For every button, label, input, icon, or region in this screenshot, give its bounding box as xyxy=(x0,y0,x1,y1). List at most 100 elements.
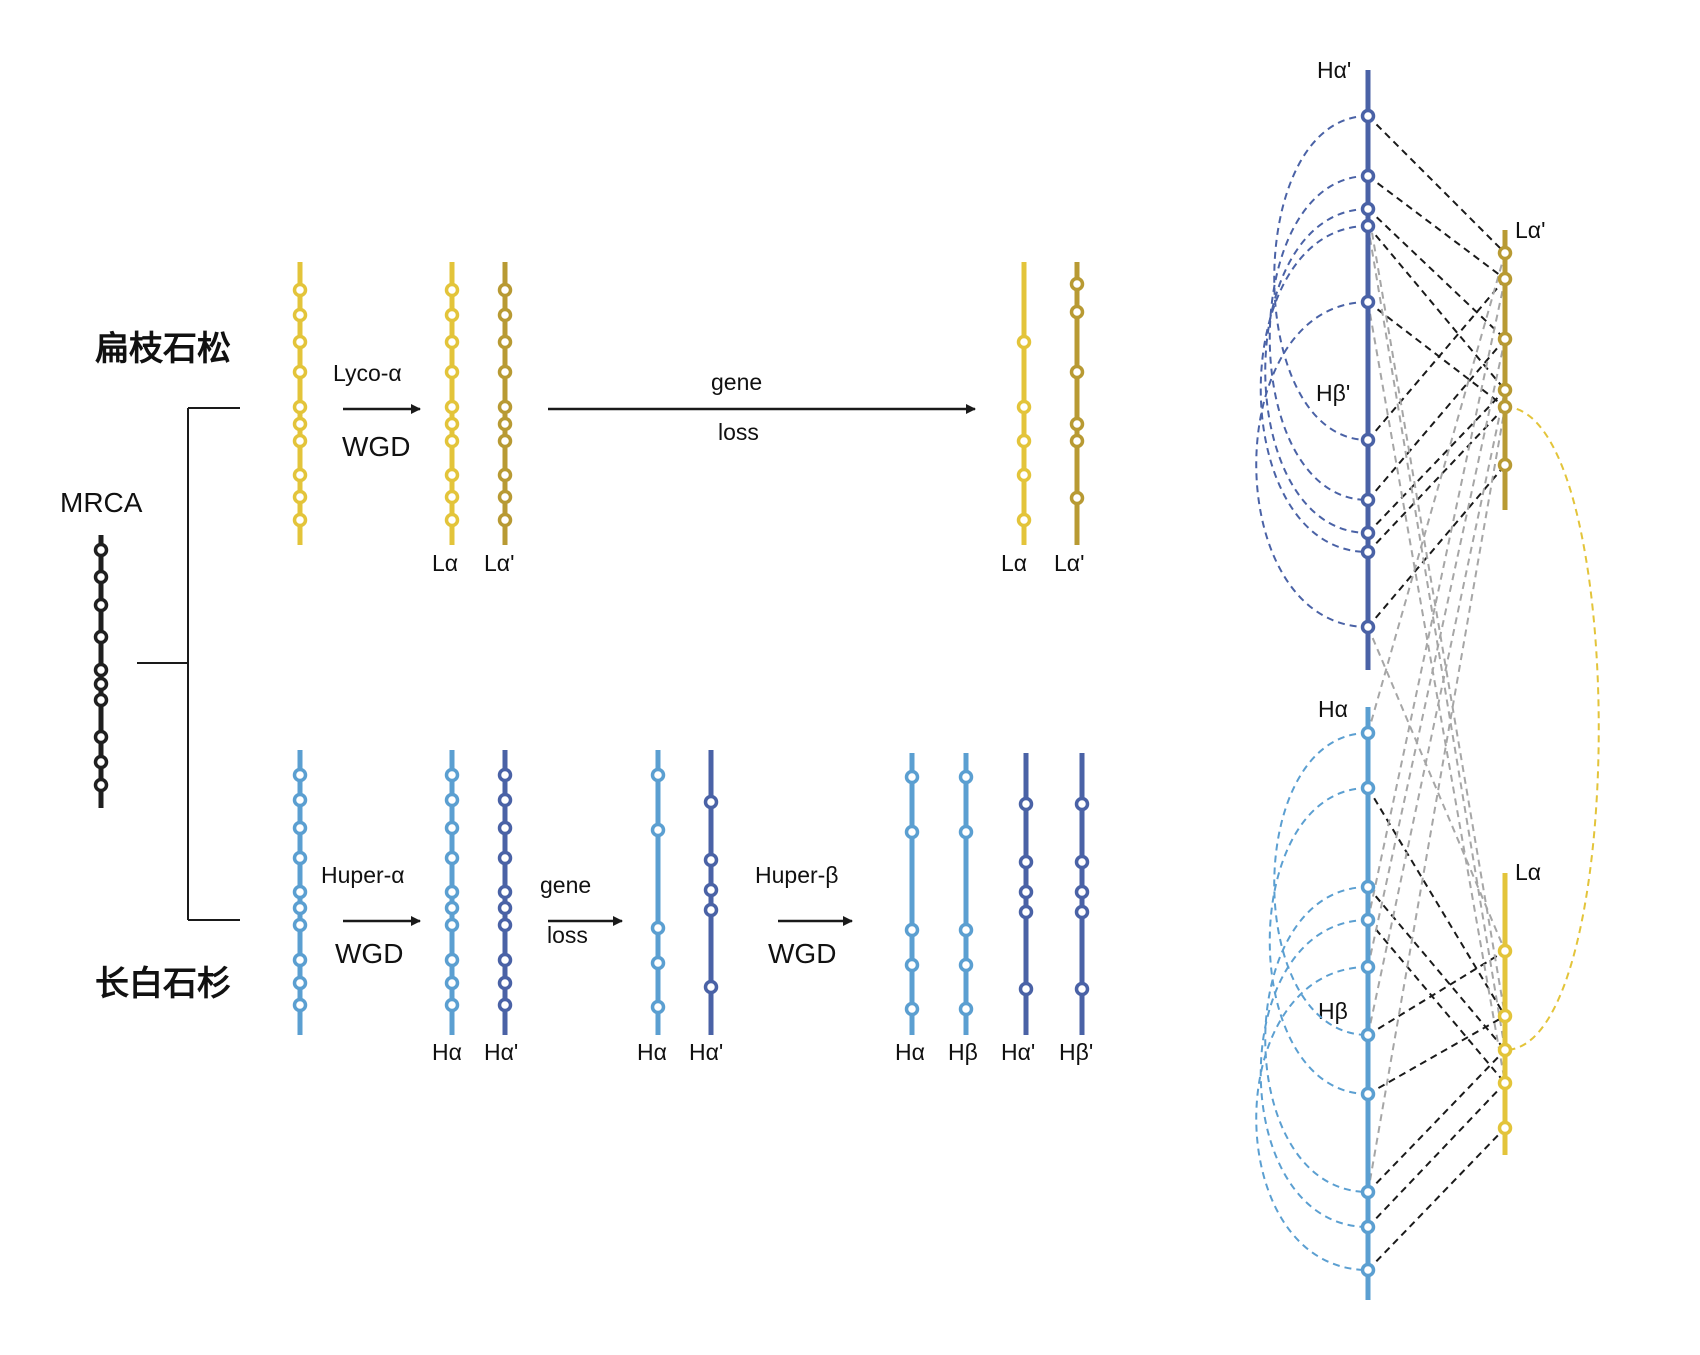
synteny-chromosome-La-prime-gene-3 xyxy=(1497,331,1513,347)
chromosome-Ha-prime-after-wgd-a-gene-9 xyxy=(497,975,513,991)
chromosome-Ha-after-wgd-a-gene-2 xyxy=(444,792,460,808)
chromosome-La-prime-after-wgd-gene-8 xyxy=(497,467,513,483)
synteny-chromosome-Ha-gene-2 xyxy=(1360,780,1376,796)
chromosome-Hb-after-wgd-b-gene-1 xyxy=(958,769,974,785)
chromosome-lyco-ancestral-gene-1 xyxy=(292,282,308,298)
chromosome-La-after-wgd-gene-4 xyxy=(444,364,460,380)
chromosome-lyco-ancestral-gene-3 xyxy=(292,334,308,350)
chromosome-Ha-prime-after-loss-gene-2 xyxy=(703,852,719,868)
chromosome-mrca-gene-2 xyxy=(93,569,109,585)
synteny-chromosome-La-prime-gene-6 xyxy=(1497,457,1513,473)
chromosome-Ha-prime-after-wgd-a-gene-6 xyxy=(497,900,513,916)
cross-link-upper-2 xyxy=(1367,225,1506,1051)
synteny-chromosome-Ha-prime-gene-4 xyxy=(1360,218,1376,234)
mrca-label: MRCA xyxy=(60,487,143,518)
chromosome-La-after-wgd-gene-10 xyxy=(444,512,460,528)
synteny-label-La: Lα xyxy=(1515,859,1541,885)
chromosome-mrca xyxy=(93,535,109,808)
chromosome-Ha-prime-after-loss-gene-1 xyxy=(703,794,719,810)
chromosome-Ha-prime-after-wgd-b-gene-5 xyxy=(1018,981,1034,997)
synteny-label-Hb: Hβ xyxy=(1318,998,1348,1024)
paralog-arc-La-prime-La xyxy=(1504,406,1600,1051)
chromosome-Ha-prime-after-loss-gene-3 xyxy=(703,882,719,898)
chromosome-lyco-ancestral-gene-7 xyxy=(292,433,308,449)
chromosome-mrca-gene-1 xyxy=(93,542,109,558)
synteny-chromosome-Ha-gene-5 xyxy=(1360,959,1376,975)
synteny-label-Hb-prime: Hβ' xyxy=(1316,380,1350,406)
chromosome-huper-ancestral-gene-8 xyxy=(292,952,308,968)
chromosome-Ha-after-loss-gene-2 xyxy=(650,822,666,838)
chromosome-mrca-gene-3 xyxy=(93,597,109,613)
paralog-arc-Ha-prime-Hb-prime-5 xyxy=(1255,301,1369,628)
ortholog-link-Hb-prime-La-prime-2 xyxy=(1367,338,1506,501)
ortholog-link-Ha-prime-La-prime-4 xyxy=(1367,225,1506,391)
chromosome-lyco-ancestral-gene-9 xyxy=(292,489,308,505)
chromosome-Ha-after-wgd-b-gene-3 xyxy=(904,922,920,938)
synteny-chromosome-Ha-prime-gene-3 xyxy=(1360,201,1376,217)
chromosome-Ha-prime-after-wgd-a-gene-2 xyxy=(497,792,513,808)
chromosome-Ha-prime-after-wgd-a-gene-7 xyxy=(497,917,513,933)
chromosome-huper-ancestral-gene-6 xyxy=(292,900,308,916)
synteny-chromosome-Ha-gene-10 xyxy=(1360,1262,1376,1278)
cross-link-upper-1 xyxy=(1367,208,1506,1017)
ortholog-link-Hb-La-3 xyxy=(1367,1049,1506,1193)
chromosome-Ha-after-wgd-a-gene-3 xyxy=(444,820,460,836)
chromosome-Ha-after-loss-gene-1 xyxy=(650,767,666,783)
ortholog-link-Ha-prime-La-prime-5 xyxy=(1367,301,1506,408)
chromosome-lyco-ancestral-gene-8 xyxy=(292,467,308,483)
synteny-chromosome-La-gene-1 xyxy=(1497,943,1513,959)
paralog-arc-Ha-Hb-3 xyxy=(1264,886,1369,1193)
chromosome-Hb-after-wgd-b-gene-5 xyxy=(958,1001,974,1017)
chromosome-huper-ancestral-gene-3 xyxy=(292,820,308,836)
chromosome-Ha-prime-after-wgd-a-gene-10 xyxy=(497,997,513,1013)
chromosome-La-prime-after-wgd xyxy=(497,262,513,545)
chromosome-La-prime-after-wgd-gene-1 xyxy=(497,282,513,298)
chrom-label-Ha-2: Hα xyxy=(637,1039,667,1065)
synteny-chromosome-La xyxy=(1497,873,1513,1155)
chromosome-La-after-wgd-gene-8 xyxy=(444,467,460,483)
chromosome-mrca-gene-4 xyxy=(93,629,109,645)
chrom-label-Hb-1: Hβ xyxy=(948,1039,978,1065)
chromosome-Ha-after-wgd-a-gene-4 xyxy=(444,850,460,866)
chromosome-La-prime-after-wgd-gene-9 xyxy=(497,489,513,505)
chromosome-Ha-after-wgd-b xyxy=(904,753,920,1035)
chromosome-Ha-after-wgd-a-gene-7 xyxy=(444,917,460,933)
chromosome-Ha-after-loss xyxy=(650,750,666,1035)
chromosome-La-after-wgd-gene-3 xyxy=(444,334,460,350)
chromosome-Hb-prime-after-wgd-b-gene-4 xyxy=(1074,904,1090,920)
chromosome-La-prime-after-loss-gene-3 xyxy=(1069,364,1085,380)
chromosome-Ha-prime-after-wgd-b xyxy=(1018,753,1034,1035)
synteny-chromosome-Ha-gene-3 xyxy=(1360,879,1376,895)
gene-label-bottom: gene xyxy=(540,872,591,898)
chromosome-Hb-after-wgd-b-gene-3 xyxy=(958,922,974,938)
ortholog-link-Hb-La-5 xyxy=(1367,1127,1506,1271)
chromosome-La-prime-after-loss-gene-5 xyxy=(1069,433,1085,449)
ortholog-link-Ha-prime-La-prime-3 xyxy=(1367,208,1506,340)
synteny-label-Ha: Hα xyxy=(1318,696,1348,722)
chromosome-Ha-prime-after-wgd-a xyxy=(497,750,513,1035)
synteny-chromosome-La-prime-gene-4 xyxy=(1497,382,1513,398)
chromosome-La-prime-after-loss-gene-1 xyxy=(1069,276,1085,292)
ortholog-link-Ha-prime-La-prime-1 xyxy=(1367,115,1506,254)
chromosome-La-after-loss-gene-3 xyxy=(1016,433,1032,449)
synteny-label-Ha-prime: Hα' xyxy=(1317,57,1351,83)
cross-link-lower-2 xyxy=(1367,278,1506,921)
synteny-chromosome-Ha-prime-gene-9 xyxy=(1360,544,1376,560)
synteny-chromosome-Ha-prime-gene-10 xyxy=(1360,619,1376,635)
ortholog-link-Ha-La-3 xyxy=(1367,919,1506,1084)
chromosome-huper-ancestral-gene-9 xyxy=(292,975,308,991)
chromosome-Ha-prime-after-wgd-b-gene-1 xyxy=(1018,796,1034,812)
synteny-chromosome-Ha-prime-gene-6 xyxy=(1360,432,1376,448)
paralog-arc-Ha-prime-Hb-prime-2 xyxy=(1268,175,1369,501)
chromosome-mrca-gene-8 xyxy=(93,729,109,745)
chromosome-La-prime-after-wgd-gene-7 xyxy=(497,433,513,449)
synteny-chromosome-Ha-gene-7 xyxy=(1360,1086,1376,1102)
synteny-chromosome-Ha-prime-gene-1 xyxy=(1360,108,1376,124)
ortholog-link-Ha-La-1 xyxy=(1367,787,1506,1017)
paralog-arc-Ha-prime-Hb-prime-4 xyxy=(1259,225,1369,553)
chromosome-Ha-after-wgd-b-gene-2 xyxy=(904,824,920,840)
cross-link-upper-4 xyxy=(1367,626,1506,952)
chromosome-Ha-prime-after-wgd-b-gene-2 xyxy=(1018,854,1034,870)
chromosome-Ha-after-wgd-b-gene-1 xyxy=(904,769,920,785)
synteny-chromosome-Ha-gene-1 xyxy=(1360,725,1376,741)
